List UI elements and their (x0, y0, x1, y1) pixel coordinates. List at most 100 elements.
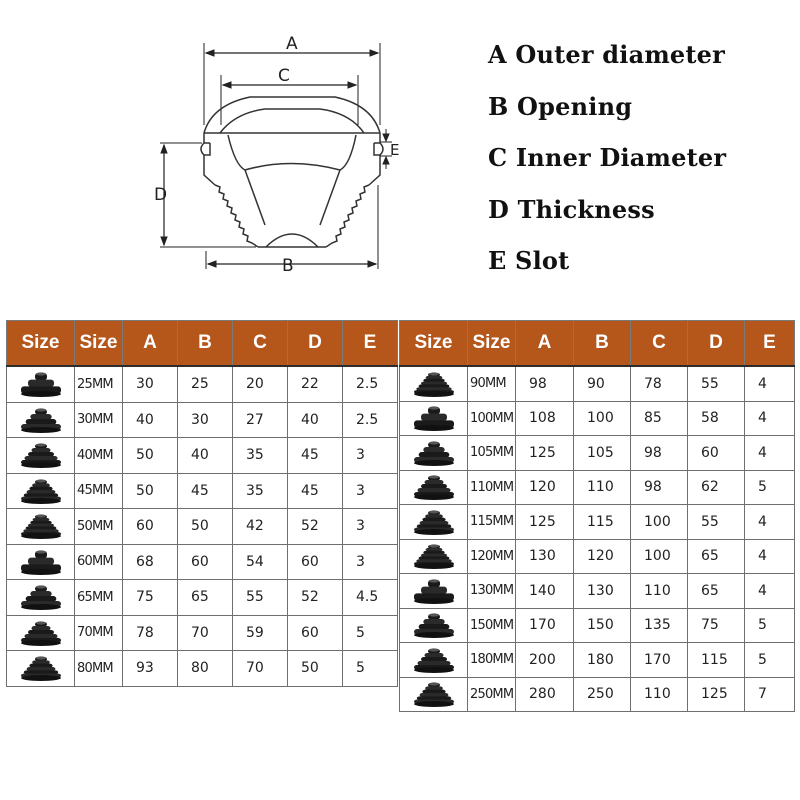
grommet-picture-cell (6, 543, 75, 580)
cell-a: 200 (515, 642, 574, 678)
black-rubber-grommet-icon (20, 585, 61, 611)
col-e-header: E (342, 320, 398, 367)
cell-d: 52 (287, 579, 343, 616)
grommet-picture-cell (399, 573, 468, 609)
cell-e: 5 (744, 469, 795, 505)
label-b: B (282, 256, 294, 275)
col-c-header: C (630, 320, 688, 367)
cell-c: 35 (232, 437, 288, 474)
cell-size: 90MM (467, 365, 516, 402)
cell-c: 35 (232, 472, 288, 509)
grommet-picture-cell (399, 435, 468, 471)
cell-d: 60 (287, 614, 343, 651)
cell-c: 100 (630, 504, 688, 540)
cell-e: 5 (342, 614, 398, 651)
black-rubber-grommet-icon (20, 479, 61, 504)
cell-size: 30MM (74, 401, 123, 438)
legend-item-e: E Slot (488, 246, 570, 275)
cell-b: 80 (177, 650, 233, 687)
black-rubber-grommet-icon (20, 621, 61, 646)
black-rubber-grommet-icon (413, 372, 454, 397)
black-rubber-grommet-icon (413, 579, 454, 604)
cell-d: 60 (287, 543, 343, 580)
label-a: A (286, 34, 298, 54)
col-d-header: D (287, 320, 343, 367)
cell-a: 98 (515, 365, 574, 402)
cell-b: 130 (573, 573, 631, 609)
cell-a: 140 (515, 573, 574, 609)
cell-size: 150MM (467, 607, 516, 643)
cell-e: 3 (342, 543, 398, 580)
cell-c: 85 (630, 400, 688, 436)
grommet-picture-cell (399, 400, 468, 436)
cell-c: 110 (630, 573, 688, 609)
cell-b: 50 (177, 508, 233, 545)
grommet-cross-section (200, 96, 384, 248)
grommet-picture-cell (6, 401, 75, 438)
grommet-picture-cell (399, 607, 468, 643)
black-rubber-grommet-icon (413, 613, 454, 639)
black-rubber-grommet-icon (20, 443, 61, 469)
col-b-header: B (573, 320, 631, 367)
cell-size: 80MM (74, 650, 123, 687)
cell-size: 130MM (467, 573, 516, 609)
dimension-e (380, 129, 392, 169)
cell-c: 54 (232, 543, 288, 580)
black-rubber-grommet-icon (413, 648, 454, 673)
cell-d: 115 (687, 642, 745, 678)
cell-b: 45 (177, 472, 233, 509)
cell-a: 60 (122, 508, 178, 545)
grommet-dimension-diagram: A C D (154, 34, 399, 275)
black-rubber-grommet-icon (20, 372, 61, 398)
cell-c: 135 (630, 607, 688, 643)
col-b-header: B (177, 320, 233, 367)
cell-size: 70MM (74, 614, 123, 651)
cell-c: 170 (630, 642, 688, 678)
cell-d: 40 (287, 401, 343, 438)
cell-c: 98 (630, 469, 688, 505)
dimension-a (203, 43, 381, 125)
cell-d: 75 (687, 607, 745, 643)
col-picture-header: Size (399, 320, 468, 367)
cell-d: 65 (687, 538, 745, 574)
cell-e: 4.5 (342, 579, 398, 616)
cell-size: 60MM (74, 543, 123, 580)
cell-b: 110 (573, 469, 631, 505)
dimension-c (220, 75, 359, 125)
cell-size: 120MM (467, 538, 516, 574)
cell-d: 62 (687, 469, 745, 505)
cell-e: 5 (744, 642, 795, 678)
cell-d: 60 (687, 435, 745, 471)
cell-a: 120 (515, 469, 574, 505)
cell-a: 125 (515, 504, 574, 540)
black-rubber-grommet-icon (413, 441, 454, 466)
cell-b: 105 (573, 435, 631, 471)
col-picture-header: Size (6, 320, 75, 367)
grommet-picture-cell (399, 365, 468, 402)
cell-e: 2.5 (342, 401, 398, 438)
black-rubber-grommet-icon (20, 514, 61, 540)
legend-item-d: D Thickness (488, 194, 655, 224)
cell-c: 98 (630, 435, 688, 471)
cell-a: 130 (515, 538, 574, 574)
cell-d: 22 (287, 365, 343, 403)
cell-b: 250 (573, 676, 631, 712)
cell-size: 115MM (467, 504, 516, 540)
cell-size: 40MM (74, 437, 123, 474)
cell-e: 5 (744, 607, 795, 643)
col-c-header: C (232, 320, 288, 367)
cell-size: 25MM (74, 365, 123, 403)
cell-b: 90 (573, 365, 631, 402)
col-size-header: Size (74, 320, 123, 367)
black-rubber-grommet-icon (413, 544, 454, 570)
